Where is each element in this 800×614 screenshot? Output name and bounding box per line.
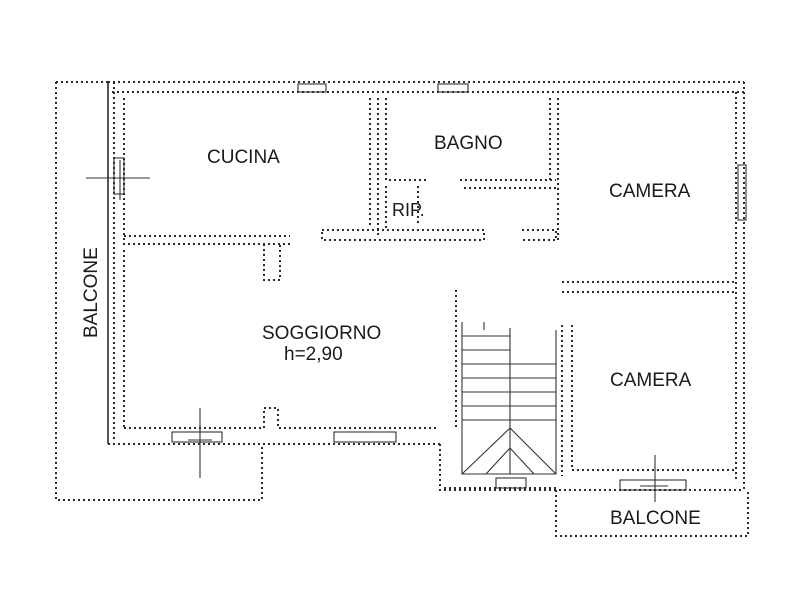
room-label-cucina: CUCINA: [207, 147, 280, 168]
room-label-soggiorno: SOGGIORNO: [262, 323, 381, 344]
room-label-camera-bottom: CAMERA: [610, 370, 692, 391]
room-height-soggiorno: h=2,90: [284, 344, 343, 365]
room-label-balcone-left: BALCONE: [81, 247, 102, 338]
interior-walls: [123, 250, 736, 476]
room-label-camera-top: CAMERA: [609, 181, 691, 202]
windows: [86, 83, 747, 502]
outer-wall: [107, 81, 745, 491]
room-label-balcone-bottom: BALCONE: [610, 508, 701, 529]
balcony-left: [55, 81, 263, 501]
staircase: [461, 322, 557, 475]
bathroom-walls: [385, 98, 559, 241]
room-label-bagno: BAGNO: [434, 133, 503, 154]
room-label-rip: RIP.: [392, 200, 425, 220]
kitchen-walls: [123, 98, 485, 281]
balcony-bottom: [555, 490, 749, 537]
